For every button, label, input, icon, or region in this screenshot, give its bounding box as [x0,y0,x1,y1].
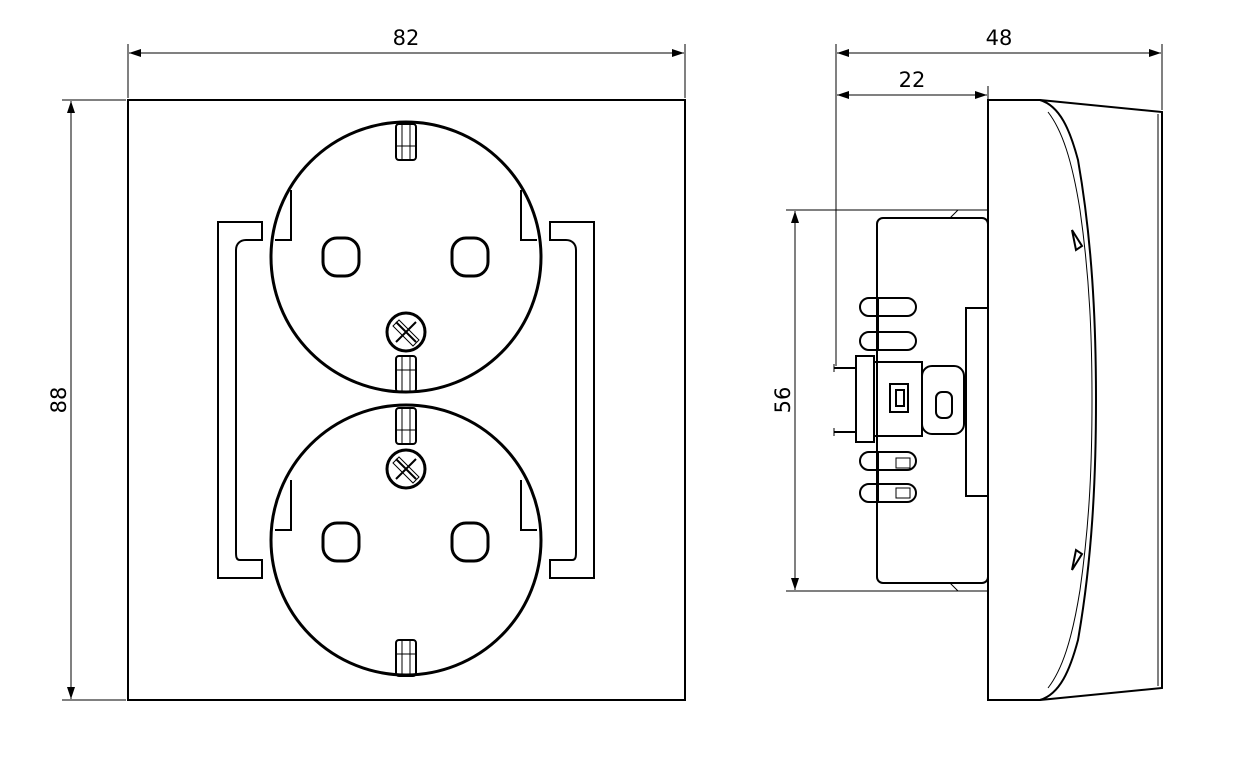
side-cover-plate [987,99,1098,701]
dim-22-label: 22 [899,68,926,92]
dimension-side-height: 56 [771,209,958,592]
left-slot [217,221,263,579]
right-slot [549,221,595,579]
upper-socket [269,120,543,394]
upper-earth-clip-top [395,123,417,161]
dim-88-label: 88 [47,387,71,414]
lower-pin-hole-right [450,521,490,563]
upper-pin-hole-right [450,236,490,278]
lower-pin-hole-left [321,521,361,563]
dim-48-label: 48 [986,26,1013,50]
side-mechanism [833,355,965,443]
upper-screw-icon [385,311,427,353]
dimension-side-depth: 48 [835,26,1163,366]
front-view: 82 88 [47,26,686,701]
dim-56-label: 56 [771,387,795,414]
upper-earth-clip-bottom [395,355,417,393]
dim-82-label: 82 [393,26,420,50]
lower-socket [269,403,543,677]
side-body [876,217,989,584]
dimension-front-width: 82 [127,26,686,98]
side-view: 48 22 56 [771,26,1163,701]
front-frame [127,99,686,701]
lower-socket-rim [269,403,543,677]
lower-earth-clip-bottom [395,639,417,677]
upper-pin-hole-left [321,236,361,278]
side-upper-terminal [859,297,917,351]
dimension-side-inner-depth: 22 [837,68,989,100]
lower-earth-clip-top [395,407,417,445]
lower-screw-icon [385,448,427,490]
dimension-front-height: 88 [47,99,126,701]
side-lower-terminal [859,451,917,503]
